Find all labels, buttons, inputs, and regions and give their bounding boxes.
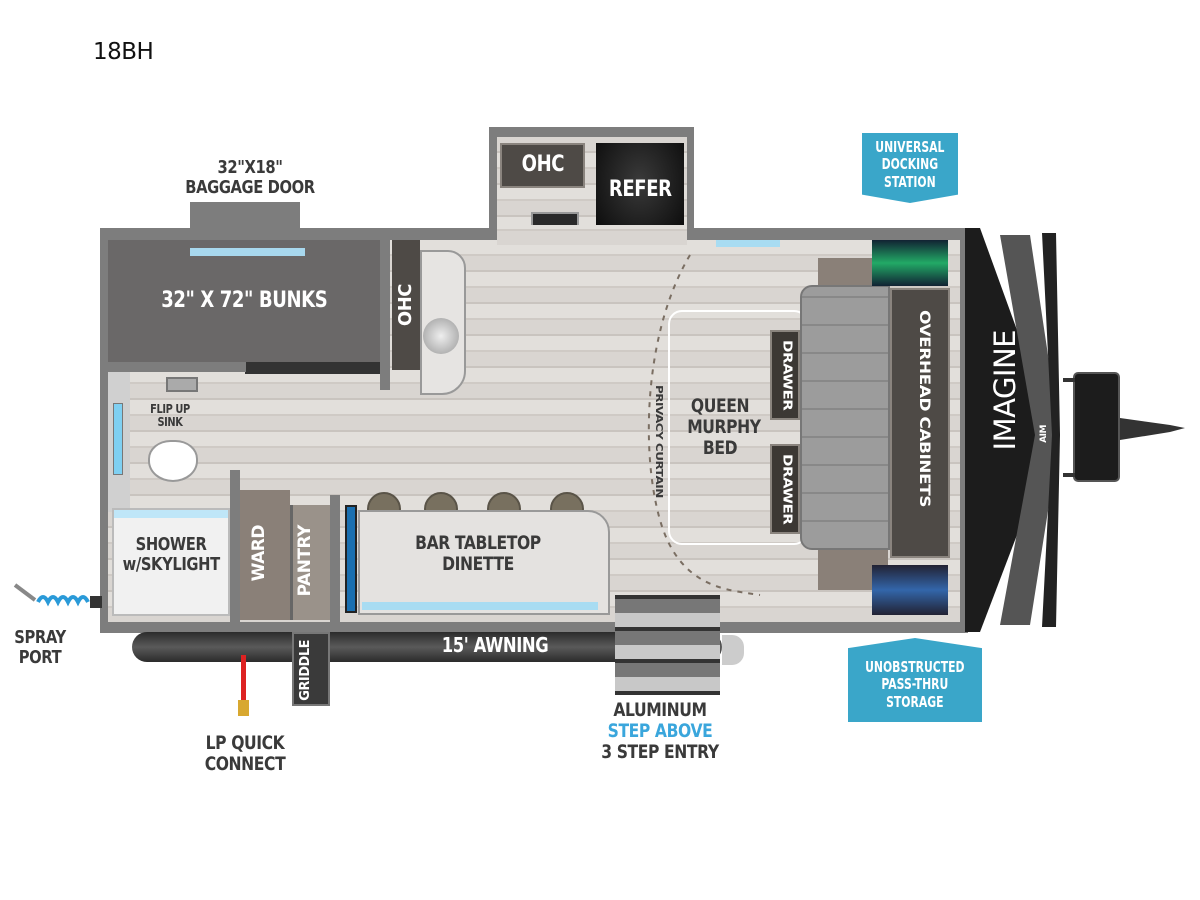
drawer-bottom xyxy=(770,444,800,534)
lp-line xyxy=(241,655,246,705)
pantry-label: PANTRY xyxy=(295,525,315,597)
step-above-text: STEP ABOVE xyxy=(607,719,713,742)
step-entry-text: 3 STEP ENTRY xyxy=(601,740,719,763)
drawer-top-label: DRAWER xyxy=(780,340,795,411)
pass-thru-storage xyxy=(872,565,948,615)
front-cap xyxy=(965,228,1060,632)
ohc-top-label: OHC xyxy=(521,152,564,178)
ohc-side-label: OHC xyxy=(395,283,417,327)
murphy-text: MURPHY xyxy=(687,415,761,438)
bath-window xyxy=(113,403,123,475)
drawer-bottom-label: DRAWER xyxy=(780,454,795,525)
bath-side-wall xyxy=(230,470,240,625)
skylight-text: w/SKYLIGHT xyxy=(122,553,221,575)
shower-text: SHOWER xyxy=(135,534,207,555)
overhead-cabinets-label: OVERHEAD CABINETS xyxy=(915,310,933,507)
pantry xyxy=(290,505,330,620)
queen-text: QUEEN xyxy=(690,395,750,417)
port-text: PORT xyxy=(18,646,62,668)
sink-text: SINK xyxy=(157,415,183,430)
baggage-size: 32"X18" xyxy=(217,157,283,178)
model-title: 18BH xyxy=(93,39,154,65)
brand-logo: IMAGINE xyxy=(988,330,1022,451)
bunk-window xyxy=(190,248,305,256)
flip-up-sink-icon xyxy=(166,377,198,392)
spray-text: SPRAY xyxy=(14,627,66,648)
dinette-table xyxy=(358,510,610,615)
sink-icon xyxy=(423,318,459,354)
bunks-label: 32" X 72" BUNKS xyxy=(160,287,328,313)
lp-text: LP QUICK xyxy=(205,732,285,754)
dinette-label: BAR TABLETOP DINETTE xyxy=(415,532,541,575)
refer-label: REFER xyxy=(608,177,672,203)
tv-icon xyxy=(345,505,357,613)
dinette-window xyxy=(362,602,598,610)
bunk-wall xyxy=(380,240,390,390)
awning-label: 15' AWNING xyxy=(441,633,549,657)
aluminum-text: ALUMINUM xyxy=(613,699,707,721)
sofa xyxy=(800,285,890,550)
bath-wall xyxy=(108,362,246,372)
griddle xyxy=(292,632,330,706)
pantry-wall xyxy=(330,495,340,625)
bunks: 32" X 72" BUNKS xyxy=(108,240,380,362)
ohc-side: OHC xyxy=(392,240,420,370)
flip-up-text: FLIP UP xyxy=(150,402,190,416)
refrigerator: REFER xyxy=(596,143,684,238)
connect-text: CONNECT xyxy=(204,752,286,775)
bunk-ladder xyxy=(245,362,385,374)
ward-label: WARD xyxy=(249,525,269,582)
brand-sub-logo: AIM xyxy=(1039,425,1049,443)
hitch-icon xyxy=(1063,378,1185,477)
lp-connector-icon xyxy=(238,700,249,716)
ohc-top: OHC xyxy=(500,143,585,188)
callout-text: UNOBSTRUCTED xyxy=(865,658,965,677)
callout-text: PASS-THRU xyxy=(881,675,949,694)
griddle-label: GRIDDLE xyxy=(298,640,313,701)
door-handle xyxy=(722,635,744,665)
bed-text: BED xyxy=(702,436,738,459)
callout-text: STORAGE xyxy=(886,692,944,711)
baggage-door-label: 32"X18"BAGGAGE DOOR xyxy=(176,158,324,198)
shower xyxy=(112,508,230,616)
overhead-cabinets xyxy=(890,288,950,558)
baggage-text: BAGGAGE DOOR xyxy=(185,176,315,198)
wardrobe xyxy=(240,490,290,620)
callout-text: DOCKING xyxy=(881,155,939,174)
callout-text: STATION xyxy=(884,172,936,191)
entry-steps xyxy=(615,595,720,695)
slide-floor-join xyxy=(497,225,687,245)
docking-station xyxy=(872,240,948,286)
bedroom-window xyxy=(716,240,780,247)
toilet-icon xyxy=(148,440,198,482)
callout-text: UNIVERSAL xyxy=(875,138,945,157)
spray-port-hose-icon xyxy=(13,583,102,608)
privacy-curtain-label: PRIVACY CURTAIN xyxy=(653,385,666,498)
drawer-top xyxy=(770,330,800,420)
hitch-jack xyxy=(1073,372,1120,482)
baggage-door xyxy=(190,202,300,230)
